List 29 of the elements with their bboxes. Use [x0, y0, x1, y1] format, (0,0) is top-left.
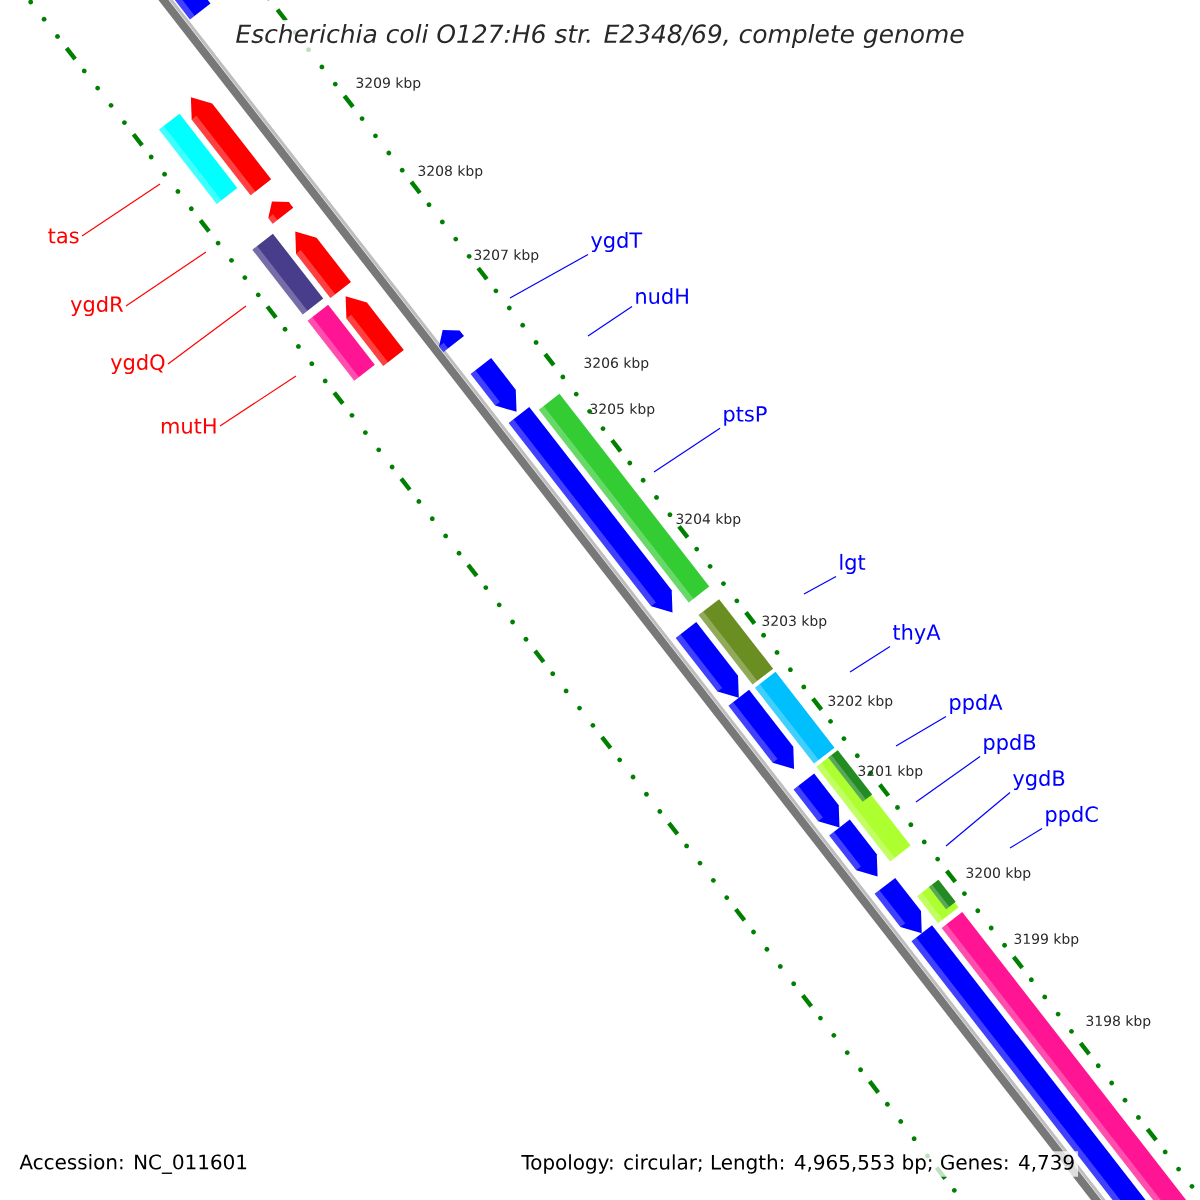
info-text: Accession: NC_011601: [16, 1151, 251, 1177]
leader-line: [849, 645, 891, 673]
leader-line: [653, 427, 721, 473]
gene-label: tas: [48, 228, 79, 244]
leader-line: [1009, 827, 1043, 849]
gene-label: mutH: [161, 418, 216, 434]
leader-line: [945, 791, 1011, 847]
leader-line: [915, 755, 981, 803]
info-text: Topology: circular; Length: 4,965,553 bp; Genes: 4,739: [518, 1151, 1079, 1177]
leader-line: [509, 253, 589, 299]
gene-label: thyA: [893, 623, 941, 645]
leader-line: [803, 575, 837, 595]
gene-label: ygdR: [70, 295, 123, 317]
leader-line: [125, 251, 207, 307]
gene-label: ygdQ: [110, 353, 165, 375]
gene-label: ppdC: [1046, 805, 1098, 827]
gene-label: ygdT: [591, 231, 643, 253]
gene-label: ygdB: [1013, 769, 1065, 791]
leader-line: [219, 375, 297, 427]
leader-line: [895, 715, 947, 747]
leader-line: [167, 305, 247, 365]
gene-label: nudH: [636, 287, 688, 305]
gene-label: ppdB: [984, 733, 1036, 755]
gene-label: lgt: [840, 553, 866, 575]
gene-label: ppdA: [950, 693, 1003, 715]
leader-line: [587, 305, 633, 337]
gene-label: ptsP: [724, 406, 767, 426]
leader-line: [81, 183, 161, 237]
title: Escherichia coli O127:H6 str. E2348/69, complete genome: [231, 19, 969, 53]
